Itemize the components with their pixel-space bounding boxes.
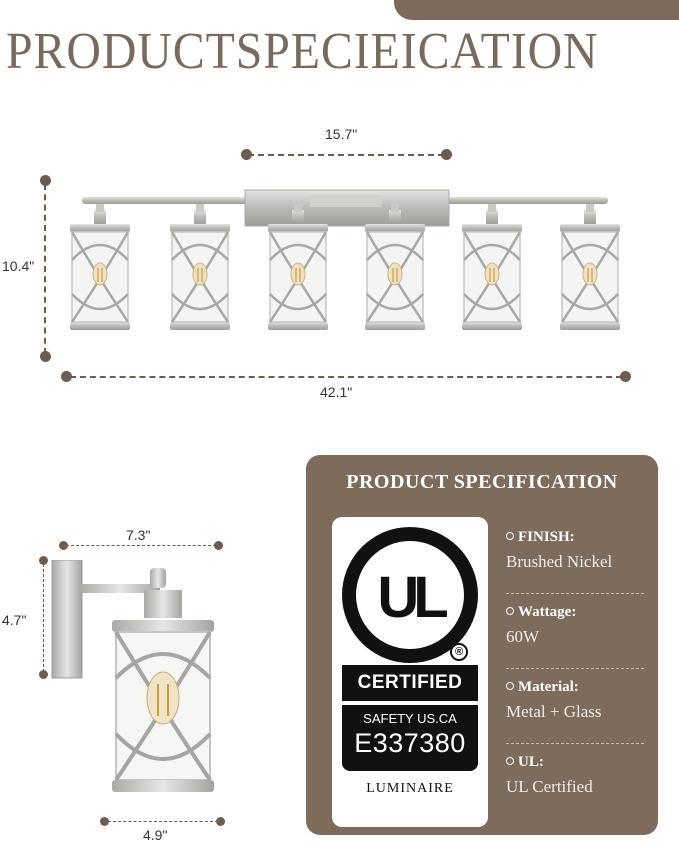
dimension-dot <box>61 371 72 382</box>
dimension-dot <box>39 556 48 565</box>
single-base-label: 4.9" <box>143 827 168 843</box>
dimension-dot <box>40 175 51 186</box>
spec-item-wattage: Wattage: 60W <box>506 594 644 669</box>
height-line <box>44 184 46 354</box>
spec-label: UL: <box>518 754 544 770</box>
product-spec-card: PRODUCT SPECIFICATION UL ® CERTIFIED SAF… <box>306 455 658 835</box>
spec-label: Wattage: <box>518 604 577 620</box>
center-width-line <box>248 154 444 156</box>
single-height-line <box>43 564 44 672</box>
dimension-dot <box>216 817 225 826</box>
ul-category-label: LUMINAIRE <box>366 781 454 796</box>
ul-certified-label: CERTIFIED <box>342 665 478 701</box>
single-width-line <box>66 545 216 546</box>
dimension-dot <box>40 351 51 362</box>
spec-item-material: Material: Metal + Glass <box>506 669 644 744</box>
dimension-dot <box>214 541 223 550</box>
spec-value: 60W <box>506 627 540 646</box>
spec-list: FINISH: Brushed Nickel Wattage: 60W Mate… <box>506 519 644 819</box>
page-title: PRODUCTSPECIEICATION <box>6 23 599 80</box>
height-label: 10.4" <box>2 258 35 274</box>
spec-value: Brushed Nickel <box>506 552 613 571</box>
dimension-dot <box>39 670 48 679</box>
ul-circle: UL <box>342 527 478 663</box>
single-width-label: 7.3" <box>126 527 151 543</box>
single-height-label: 4.7" <box>2 612 27 628</box>
single-light-illustration <box>51 560 214 792</box>
spec-label: FINISH: <box>518 529 575 545</box>
ul-mark: UL <box>377 565 448 630</box>
spec-item-ul: UL: UL Certified <box>506 744 644 819</box>
ul-safety-block: SAFETY US.CA E337380 <box>342 705 478 771</box>
total-width-line <box>70 376 622 378</box>
bullet-icon <box>506 682 514 690</box>
registered-icon: ® <box>450 643 468 661</box>
single-base-line <box>108 821 218 822</box>
dimension-dot <box>100 817 109 826</box>
bullet-icon <box>506 532 514 540</box>
header-accent-bar <box>394 0 679 20</box>
center-width-label: 15.7" <box>325 126 358 142</box>
spec-card-title: PRODUCT SPECIFICATION <box>346 471 618 493</box>
dimension-dot <box>620 371 631 382</box>
ul-certification-logo: UL ® CERTIFIED SAFETY US.CA E337380 LUMI… <box>332 517 488 827</box>
spec-value: Metal + Glass <box>506 702 602 721</box>
ul-file-number: E337380 <box>354 728 466 758</box>
bullet-icon <box>506 607 514 615</box>
dimension-dot <box>241 149 252 160</box>
dimension-dot <box>441 149 452 160</box>
bullet-icon <box>506 757 514 765</box>
spec-label: Material: <box>518 679 579 695</box>
dimension-dot <box>59 541 68 550</box>
total-width-label: 42.1" <box>320 384 353 400</box>
vanity-light-illustration <box>68 189 622 332</box>
ul-safety-label: SAFETY US.CA <box>363 711 457 726</box>
spec-value: UL Certified <box>506 777 593 796</box>
spec-item-finish: FINISH: Brushed Nickel <box>506 519 644 594</box>
